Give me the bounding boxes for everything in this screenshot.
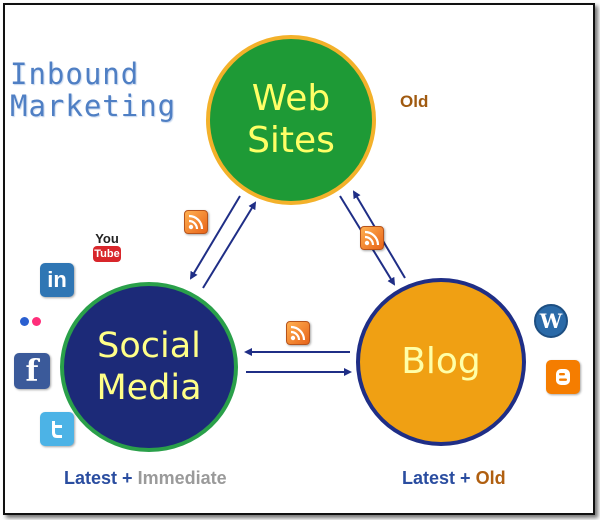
arrow-web-to-social <box>189 195 241 280</box>
rss-icon <box>360 226 384 250</box>
node-web-sites: Web Sites <box>206 35 376 205</box>
blogger-icon <box>546 360 580 394</box>
node-social-media: Social Media <box>60 282 238 452</box>
youtube-icon-tube: Tube <box>93 246 121 262</box>
node-blog-label: Blog <box>401 341 481 382</box>
caption-social: Latest + Immediate <box>64 468 227 489</box>
linkedin-icon: in <box>40 263 74 297</box>
node-blog: Blog <box>356 278 526 446</box>
arrow-social-to-web <box>202 201 257 289</box>
flickr-icon <box>20 317 46 327</box>
node-web-sites-line-1: Web <box>251 78 331 119</box>
title-line-1: Inbound <box>10 57 140 91</box>
caption-blog: Latest + Old <box>402 468 506 489</box>
rss-icon <box>286 321 310 345</box>
diagram-title: Inbound Marketing <box>10 58 176 122</box>
wordpress-icon: W <box>534 304 568 338</box>
facebook-icon: f <box>14 353 50 389</box>
web-sites-tag: Old <box>400 92 429 111</box>
youtube-icon: You Tube <box>92 232 122 262</box>
caption-social-plus: + <box>122 468 133 488</box>
node-social-media-line-2: Media <box>96 368 202 408</box>
youtube-icon-you: You <box>95 231 119 246</box>
caption-blog-plus: + <box>460 468 471 488</box>
caption-social-part-2: Immediate <box>137 468 227 488</box>
title-line-2: Marketing <box>10 89 177 123</box>
node-social-media-line-1: Social <box>97 326 201 366</box>
caption-blog-part-1: Latest <box>402 468 456 488</box>
node-web-sites-line-2: Sites <box>247 120 335 161</box>
caption-social-part-1: Latest <box>64 468 118 488</box>
twitter-icon <box>40 412 74 446</box>
caption-blog-part-2: Old <box>475 468 506 488</box>
rss-icon <box>184 210 208 234</box>
